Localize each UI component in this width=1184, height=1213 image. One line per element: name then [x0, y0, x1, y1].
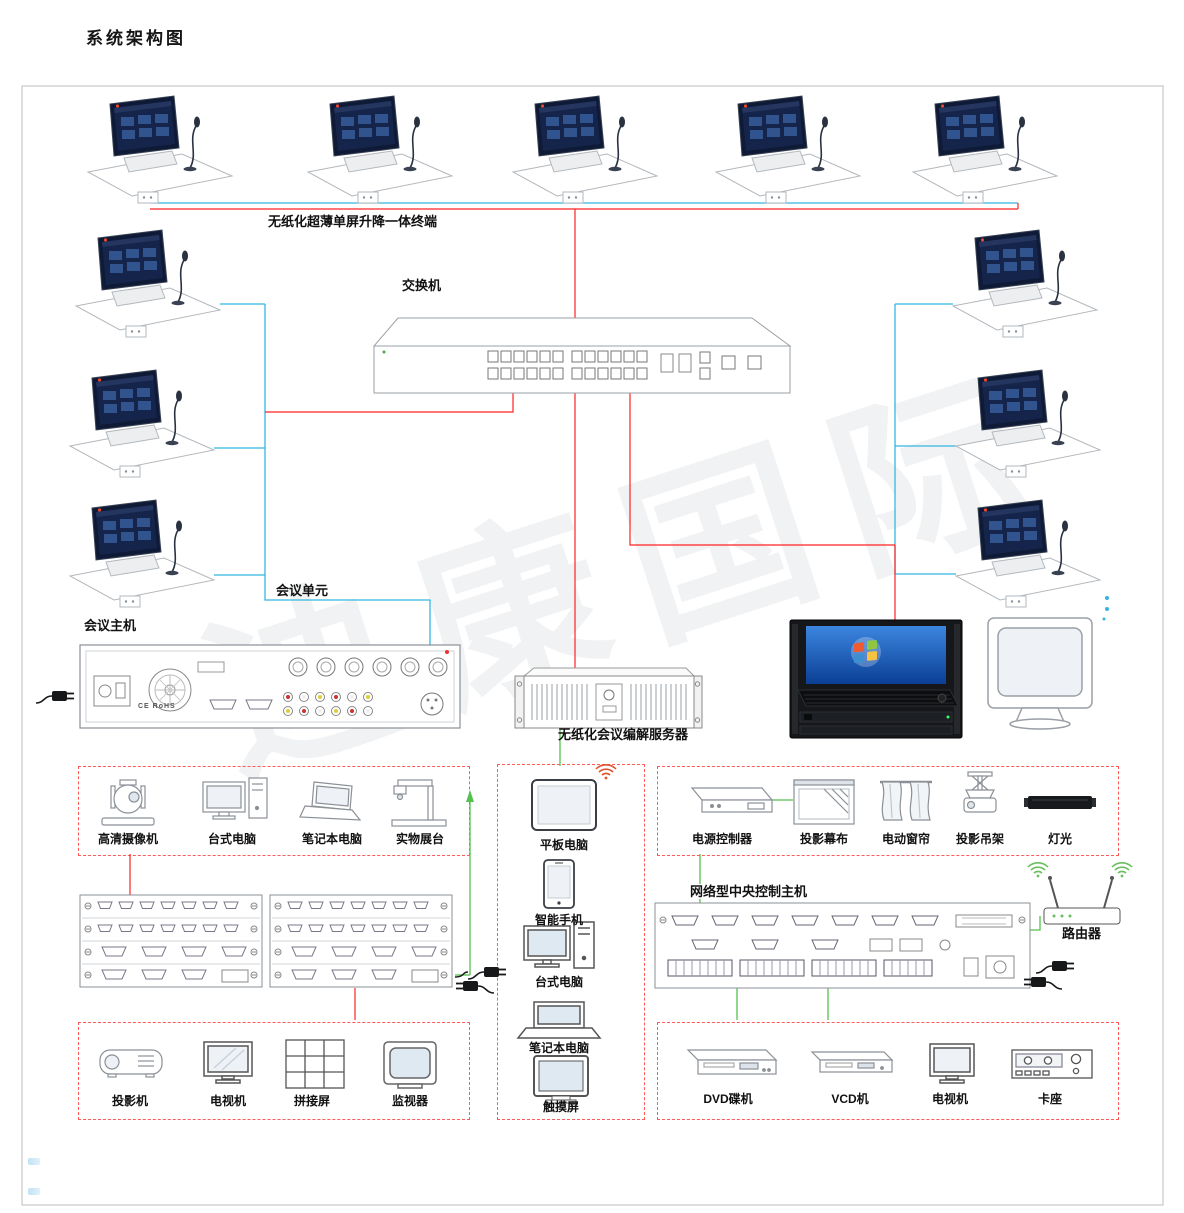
router-device	[1027, 861, 1133, 925]
light-bar-icon	[1024, 796, 1096, 809]
portable-label: 台式电脑	[534, 975, 583, 989]
wifi-signal-icon	[1027, 861, 1049, 879]
matrix-switcher-b	[269, 894, 453, 988]
server-label: 无纸化会议编解服务器	[558, 727, 689, 742]
room-control-label: 投影吊架	[955, 832, 1004, 846]
codec-server-device	[514, 667, 703, 729]
projector-mount-icon	[963, 771, 997, 813]
central-control-host	[654, 902, 1075, 990]
ce-mark-label: CE RoHS	[138, 703, 176, 710]
player-label: 电视机	[931, 1092, 968, 1106]
smartphone-icon	[543, 859, 575, 909]
av-input-label: 笔记本电脑	[301, 832, 362, 846]
central-host-label: 网络型中央控制主机	[688, 884, 810, 899]
video-wall-icon	[285, 1039, 345, 1089]
group-displays-box	[78, 1022, 470, 1120]
conference-host-label: 会议主机	[84, 618, 137, 633]
page-title: 系统架构图	[86, 29, 186, 48]
portable-label: 笔记本电脑	[528, 1041, 589, 1055]
crt-monitor-device	[987, 617, 1093, 730]
portable-label: 触摸屏	[542, 1100, 579, 1114]
laptop-icon	[299, 781, 362, 821]
terminal-device	[69, 369, 215, 478]
display-label: 电视机	[209, 1094, 246, 1108]
laptop-icon	[516, 1001, 602, 1039]
player-label: DVD碟机	[703, 1092, 753, 1106]
wifi-signal-icon	[1111, 861, 1133, 879]
terminal-device	[87, 95, 233, 204]
visualizer-icon	[391, 779, 447, 827]
terminal-device	[307, 95, 453, 204]
desktop-pc-icon	[202, 777, 268, 820]
terminal-label: 无纸化超薄单屏升降一体终端	[268, 214, 438, 229]
touchscreen-icon	[533, 1055, 589, 1104]
room-control-label: 投影幕布	[799, 832, 848, 846]
vcd-player-icon	[810, 1051, 894, 1073]
player-label: VCD机	[831, 1092, 869, 1106]
power-plug-icon	[1035, 960, 1075, 974]
hd-camera-icon	[101, 779, 155, 826]
diagram-border	[21, 85, 1164, 1206]
tv-icon	[929, 1043, 975, 1084]
switch-label: 交换机	[402, 278, 442, 293]
display-label: 监视器	[391, 1094, 428, 1108]
tv-icon	[203, 1041, 253, 1084]
terminal-device	[952, 229, 1098, 338]
projection-screen-icon	[793, 779, 855, 825]
red-connection-lines	[129, 203, 1019, 1020]
portable-label: 平板电脑	[539, 838, 588, 852]
wifi-signal-icon	[595, 763, 617, 781]
group-portable-box	[497, 764, 645, 1120]
display-label: 投影机	[111, 1094, 148, 1108]
terminal-device	[912, 95, 1058, 204]
tablet-icon	[531, 763, 617, 831]
monitor-icon	[383, 1041, 437, 1089]
projector-icon	[99, 1049, 163, 1078]
terminal-device	[69, 499, 215, 608]
rack-pc-device	[789, 619, 963, 739]
av-input-label: 高清摄像机	[97, 832, 158, 846]
network-switch	[372, 317, 792, 394]
cassette-deck-icon	[1011, 1049, 1093, 1079]
portable-label: 智能手机	[534, 913, 583, 927]
room-control-label: 电源控制器	[691, 832, 752, 846]
player-label: 卡座	[1037, 1092, 1062, 1106]
power-plug-icon	[455, 980, 495, 994]
green-connection-lines	[455, 728, 1041, 1020]
conference-unit-label: 会议单元	[276, 583, 329, 598]
artifact-mark	[28, 1158, 40, 1165]
av-input-label: 台式电脑	[207, 832, 256, 846]
terminal-device	[955, 499, 1101, 608]
terminal-device	[715, 95, 861, 204]
matrix-switcher-a	[79, 894, 263, 988]
desktop-pc-icon	[523, 921, 595, 969]
group-room-control-box	[657, 766, 1119, 856]
room-control-label: 灯光	[1047, 832, 1072, 846]
group-players-box	[657, 1022, 1119, 1120]
display-label: 拼接屏	[293, 1094, 330, 1108]
power-plug-icon	[35, 690, 75, 704]
matrix-power-cords	[454, 966, 507, 994]
power-controller-icon	[690, 787, 774, 813]
dvd-player-icon	[686, 1049, 778, 1075]
room-control-label: 电动窗帘	[881, 832, 930, 846]
av-input-label: 实物展台	[395, 832, 444, 846]
terminal-device	[512, 95, 658, 204]
router-label: 路由器	[1062, 926, 1102, 941]
terminal-device	[75, 229, 221, 338]
conference-host-device	[35, 644, 461, 729]
electric-curtain-icon	[880, 780, 932, 821]
power-plug-icon	[467, 966, 507, 980]
artifact-mark	[28, 1188, 40, 1195]
terminal-device	[955, 369, 1101, 478]
